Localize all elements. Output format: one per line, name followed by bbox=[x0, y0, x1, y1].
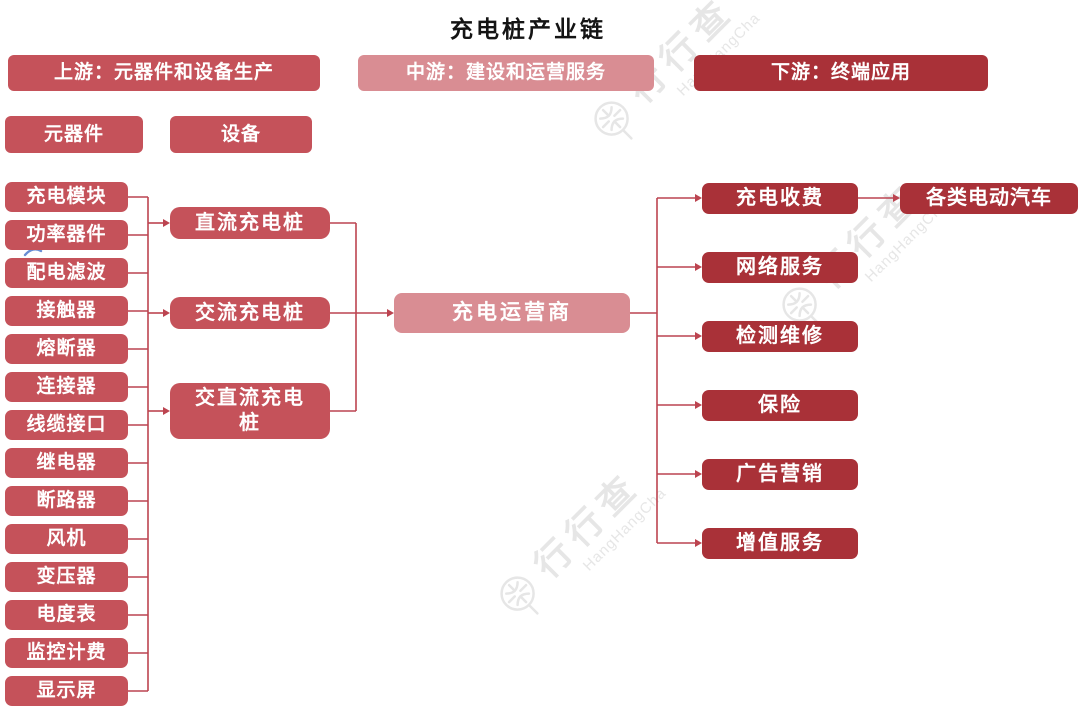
downstream-service-box: 检测维修 bbox=[702, 321, 858, 352]
midstream-header: 中游：建设和运营服务 bbox=[358, 55, 654, 91]
upstream-component-box: 断路器 bbox=[5, 486, 128, 516]
upstream-component-box: 风机 bbox=[5, 524, 128, 554]
category-box-components: 元器件 bbox=[5, 116, 143, 153]
end-application-box: 各类电动汽车 bbox=[900, 183, 1078, 214]
upstream-component-box: 变压器 bbox=[5, 562, 128, 592]
upstream-component-box: 熔断器 bbox=[5, 334, 128, 364]
upstream-component-box: 显示屏 bbox=[5, 676, 128, 706]
upstream-component-box: 监控计费 bbox=[5, 638, 128, 668]
operator-box: 充电运营商 bbox=[394, 293, 630, 333]
upstream-component-box: 连接器 bbox=[5, 372, 128, 402]
upstream-component-box: 线缆接口 bbox=[5, 410, 128, 440]
charging-pile-box: 交流充电桩 bbox=[170, 297, 330, 329]
category-box-equipment: 设备 bbox=[170, 116, 312, 153]
downstream-service-box: 充电收费 bbox=[702, 183, 858, 214]
downstream-service-box: 保险 bbox=[702, 390, 858, 421]
blue-scribble-mark bbox=[23, 248, 43, 257]
diagram-title: 充电桩产业链 bbox=[450, 16, 606, 42]
downstream-service-box: 广告营销 bbox=[702, 459, 858, 490]
upstream-component-box: 电度表 bbox=[5, 600, 128, 630]
charging-pile-box: 直流充电桩 bbox=[170, 207, 330, 239]
upstream-component-box: 功率器件 bbox=[5, 220, 128, 250]
downstream-header: 下游：终端应用 bbox=[694, 55, 988, 91]
downstream-service-box: 增值服务 bbox=[702, 528, 858, 559]
upstream-header: 上游：元器件和设备生产 bbox=[8, 55, 320, 91]
charging-pile-box: 交直流充电桩 bbox=[170, 383, 330, 439]
upstream-component-box: 继电器 bbox=[5, 448, 128, 478]
upstream-component-box: 接触器 bbox=[5, 296, 128, 326]
upstream-component-box: 配电滤波 bbox=[5, 258, 128, 288]
downstream-service-box: 网络服务 bbox=[702, 252, 858, 283]
upstream-component-box: 充电模块 bbox=[5, 182, 128, 212]
